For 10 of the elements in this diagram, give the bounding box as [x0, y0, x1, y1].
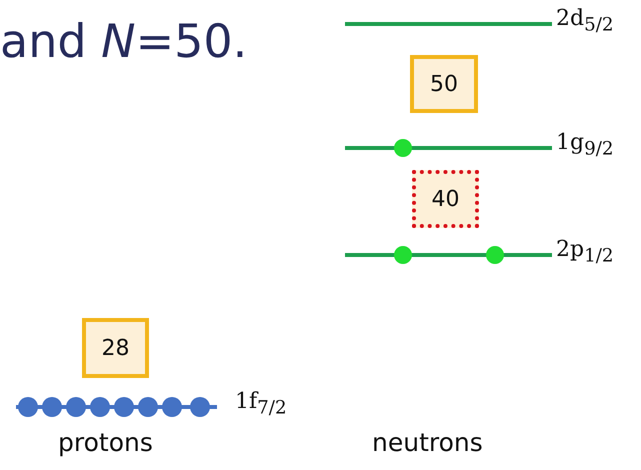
level-label: 1g$_{9/2}$ [556, 130, 614, 160]
magic-number-box: 50 [410, 55, 478, 113]
magic-number-box: 28 [82, 318, 149, 378]
level-label: 2d$_{5/2}$ [556, 6, 614, 36]
axis-label: neutrons [372, 428, 483, 457]
level-label: 1f$_{7/2}$ [235, 389, 287, 418]
heading-text: and N=50. [0, 14, 248, 68]
axis-label: protons [58, 428, 153, 457]
magic-number-box: 40 [412, 170, 479, 228]
level-label: 2p$_{1/2}$ [556, 237, 614, 266]
